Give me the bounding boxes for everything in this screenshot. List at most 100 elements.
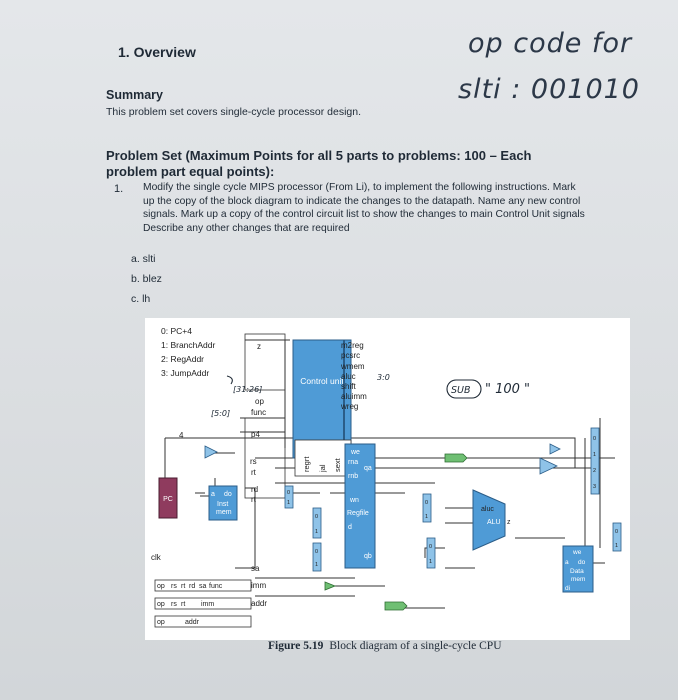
- section-heading: 1. Overview: [118, 44, 196, 60]
- inst-mem-a: a: [211, 491, 215, 498]
- mux-link: [312, 542, 322, 572]
- format-r-field: func: [209, 583, 223, 590]
- signal-regrt: regrt: [302, 456, 311, 472]
- data-memory: [562, 545, 594, 593]
- z-label: z: [257, 342, 261, 351]
- signal-aluc: aluc: [341, 372, 356, 381]
- diagram-background: [145, 318, 630, 640]
- regfile-label: Regfile: [347, 510, 369, 517]
- regfile-qb: qb: [364, 553, 372, 560]
- alu: [472, 489, 506, 551]
- markup-sub-circle: [446, 379, 482, 399]
- figure-title: Block diagram of a single-cycle CPU: [329, 640, 502, 652]
- sa-label: sa: [251, 564, 260, 573]
- question-text: Modify the single cycle MIPS processor (…: [143, 182, 585, 234]
- format-i-field: rt: [181, 601, 185, 608]
- rt2-label: rt: [251, 495, 257, 504]
- data-mem-do: do: [578, 559, 586, 566]
- mux-label: 1: [429, 559, 432, 565]
- mux-label: 1: [315, 529, 318, 535]
- summary-body: This problem set covers single-cycle pro…: [106, 106, 362, 118]
- control-unit-edge: [343, 340, 345, 458]
- data-mem-a: a: [565, 559, 569, 566]
- question-number: 1.: [114, 183, 124, 195]
- format-r-field: sa: [199, 583, 207, 590]
- mux-label: 1: [287, 500, 290, 506]
- signal-pcsrc: pcsrc: [341, 351, 360, 360]
- pc-label-3: 3: JumpAddr: [161, 368, 209, 378]
- format-i-row: [154, 597, 252, 610]
- list-item: b. blez: [131, 273, 162, 285]
- pc-register-label: PC: [163, 496, 173, 503]
- mux-pcsrc: [590, 427, 600, 495]
- format-i-field: rs: [171, 601, 177, 608]
- signal-sext: sext: [333, 457, 342, 472]
- register-file: [344, 443, 376, 569]
- signal-wreg: wreg: [340, 402, 358, 411]
- mux-label: 0: [429, 544, 432, 550]
- shift-box: [384, 601, 408, 611]
- markup-sub-note: SUB: [451, 385, 471, 396]
- inst-mem-mem: mem: [216, 509, 232, 516]
- summary-title: Summary: [106, 88, 163, 102]
- figure-caption: Figure 5.19 Block diagram of a single-cyc…: [268, 640, 502, 652]
- mux-label: 0: [425, 500, 428, 506]
- addr-label: addr: [251, 599, 267, 608]
- markup-bits-note: [31:26]: [233, 385, 262, 394]
- list-item: a. slti: [131, 253, 156, 265]
- signal-strip: [294, 439, 352, 477]
- alu-z-port: z: [507, 519, 511, 526]
- pc-register: [158, 477, 178, 519]
- pc-label-2: 2: RegAddr: [161, 354, 204, 364]
- signal-aluimm: aluimm: [341, 392, 367, 401]
- format-r-field: rd: [189, 583, 195, 590]
- func-label: func: [251, 408, 266, 417]
- mux-shift: [422, 493, 432, 523]
- mux-regrt: [284, 485, 294, 509]
- data-mem-mem: mem: [571, 576, 585, 583]
- handwritten-note-line1: op code for: [468, 28, 633, 59]
- format-j-field: addr: [185, 619, 200, 626]
- mux-label: 0: [593, 436, 596, 442]
- inst-mem-inst: Inst: [217, 501, 228, 508]
- control-unit-box: [292, 339, 352, 459]
- regfile-qa: qa: [364, 465, 372, 472]
- shift-box: [444, 453, 468, 463]
- mux-label: 0: [315, 549, 318, 555]
- inst-mem-do: do: [224, 491, 232, 498]
- data-mem-di: di: [565, 585, 570, 592]
- figure-number: Figure 5.19: [268, 640, 324, 652]
- data-mem-data: Data: [570, 568, 584, 575]
- regfile-wn: wn: [349, 497, 359, 504]
- signal-m2reg: m2reg: [341, 341, 364, 350]
- imm-label: imm: [251, 581, 266, 590]
- instruction-memory: [208, 485, 238, 521]
- format-r-row: [154, 579, 252, 592]
- signal-jal: jal: [318, 464, 327, 473]
- mux-label: 1: [593, 452, 596, 458]
- regfile-rnb: rnb: [348, 473, 358, 480]
- op-label: op: [255, 397, 264, 406]
- signal-wmem: wmem: [340, 362, 365, 371]
- mux-label: 2: [593, 468, 596, 474]
- format-r-field: op: [157, 583, 165, 590]
- mux-label: 0: [615, 529, 618, 535]
- rd-label: rd: [251, 485, 258, 494]
- mux-label: 1: [315, 562, 318, 568]
- mux-label: 1: [615, 543, 618, 549]
- extender: [324, 581, 337, 591]
- markup-stroke: [226, 375, 233, 385]
- four-label: 4: [179, 431, 184, 440]
- format-r-field: rs: [171, 583, 177, 590]
- adder-branch: [539, 457, 558, 475]
- format-r-field: rt: [181, 583, 185, 590]
- buffer: [549, 443, 561, 455]
- mux-label: 3: [593, 484, 596, 490]
- pc-label-1: 1: BranchAddr: [161, 340, 216, 350]
- format-i-field: imm: [201, 601, 214, 608]
- regfile-we: we: [350, 449, 360, 456]
- mux-label: 0: [315, 514, 318, 520]
- mux-label: 0: [287, 490, 290, 496]
- format-j-field: op: [157, 619, 165, 626]
